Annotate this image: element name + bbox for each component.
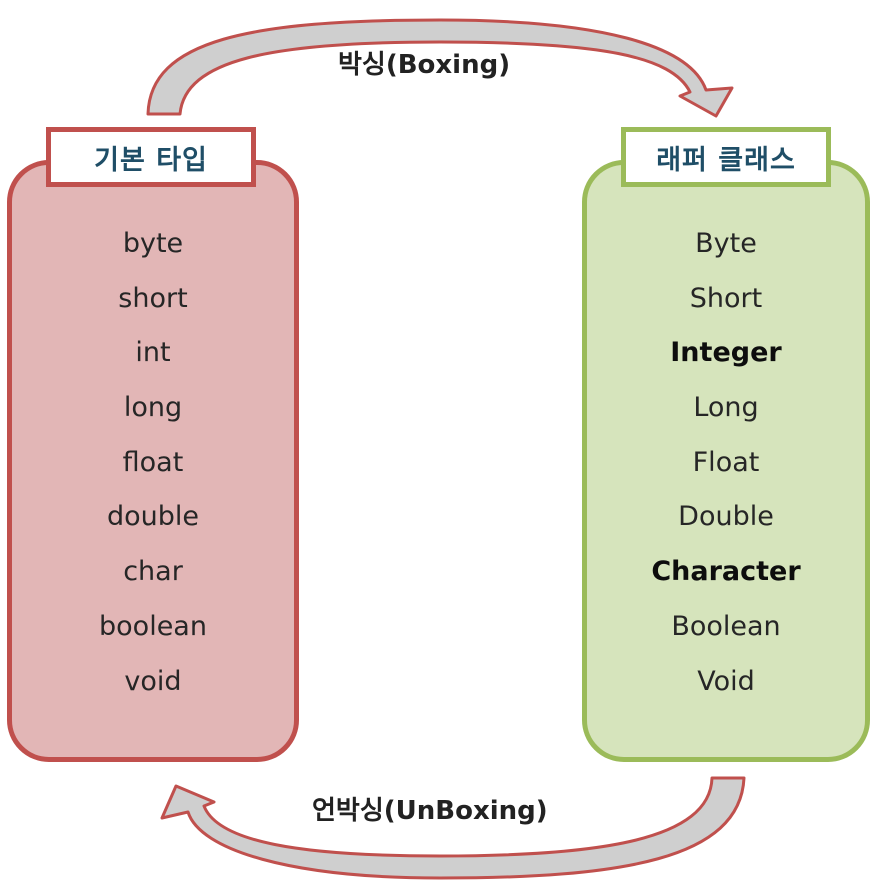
primitive-type-item: int [135,337,171,369]
wrapper-class-item: Short [689,282,763,314]
wrapper-class-item: Float [692,446,760,478]
wrapper-class-list: Byte Short Integer Long Float Double Cha… [582,222,870,714]
boxing-arrow [146,18,734,118]
primitive-types-title: 기본 타입 [46,127,256,187]
primitive-types-panel [7,160,299,762]
primitive-type-item: short [118,282,188,314]
wrapper-class-item: Double [678,501,774,533]
unboxing-arrow [160,776,746,880]
boxing-label: 박싱(Boxing) [338,50,511,80]
primitive-type-item: void [124,665,182,697]
wrapper-classes-panel [582,160,870,762]
primitive-type-item: double [106,501,200,533]
wrapper-class-item: Long [693,392,759,424]
primitive-type-item: float [122,446,184,478]
primitive-type-list: byte short int long float double char bo… [7,222,299,714]
wrapper-class-item: Byte [695,228,757,259]
primitive-type-item: byte [122,228,184,259]
primitive-type-item: long [123,392,183,424]
wrapper-class-item: Character [651,556,801,588]
wrapper-class-item: Integer [670,337,782,369]
primitive-type-item: boolean [99,610,207,642]
wrapper-class-item: Void [697,665,755,697]
unboxing-label: 언박싱(UnBoxing) [312,796,548,826]
primitive-type-item: char [123,556,183,588]
wrapper-classes-title: 래퍼 클래스 [621,127,831,187]
wrapper-class-item: Boolean [671,610,781,642]
